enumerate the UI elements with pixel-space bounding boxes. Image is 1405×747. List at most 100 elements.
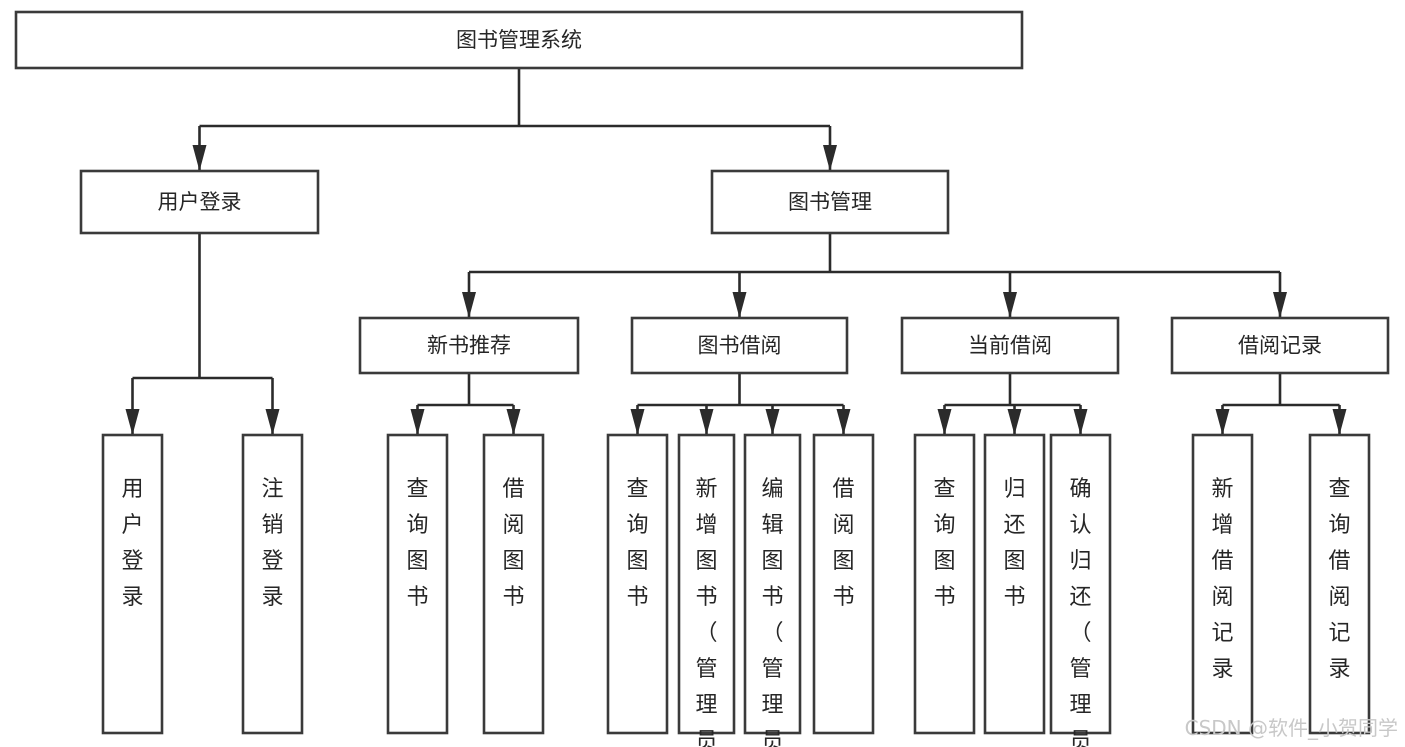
edge-arrowhead — [192, 145, 207, 171]
root-node-label: 图书管理系统 — [456, 28, 582, 52]
leaf-label-char: 查 — [626, 477, 648, 502]
edges-book-borrow-to-leaves — [630, 373, 851, 435]
node-borrow-record[interactable]: 借阅记录 — [1170, 316, 1390, 375]
level2-node-label: 当前借阅 — [968, 334, 1052, 358]
leaf-label-char: （ — [1069, 621, 1091, 646]
edge-arrowhead — [1215, 409, 1230, 435]
level1-node-box[interactable] — [79, 169, 320, 235]
root-node-box[interactable] — [14, 10, 1024, 70]
leaf-label-char: 询 — [933, 513, 955, 538]
edge-arrowhead — [937, 409, 952, 435]
level2-node-box[interactable] — [630, 316, 849, 375]
leaf-label-char: 户 — [121, 513, 143, 538]
level2-node-box[interactable] — [900, 316, 1120, 375]
leaf-label-char: 录 — [1328, 657, 1350, 682]
level1-node-label: 用户登录 — [158, 190, 242, 214]
leaf-label-char: 图 — [502, 549, 524, 574]
leaf-label-char: 图 — [1003, 549, 1025, 574]
leaf-label-char: 图 — [626, 549, 648, 574]
edge-arrowhead — [1273, 292, 1287, 318]
leaf-label-char: （ — [695, 621, 717, 646]
node-leaf-user-login[interactable]: 用户登录 — [101, 433, 164, 735]
leaf-label-char: 编 — [761, 477, 783, 502]
level2-node-label: 图书借阅 — [698, 334, 782, 358]
leaf-label-char: 辑 — [761, 513, 783, 538]
node-book-borrow[interactable]: 图书借阅 — [630, 316, 849, 375]
leaf-label-char: 员 — [761, 729, 783, 747]
leaf-label-char: 员 — [1069, 729, 1091, 747]
leaf-node-box[interactable] — [606, 433, 669, 735]
leaf-label-char: 书 — [406, 585, 428, 610]
leaf-label-char: 图 — [406, 549, 428, 574]
level2-node-box[interactable] — [1170, 316, 1390, 375]
leaf-label-char: 登 — [121, 549, 143, 574]
leaf-node-box[interactable] — [1049, 433, 1112, 735]
leaf-label-char: 借 — [1328, 549, 1350, 574]
edges-root-to-level1 — [192, 68, 837, 171]
node-user-login[interactable]: 用户登录 — [79, 169, 320, 235]
edge-arrowhead — [1073, 409, 1088, 435]
leaf-label-char: 还 — [1003, 513, 1025, 538]
leaf-label-char: 记 — [1211, 621, 1233, 646]
edge-arrowhead — [506, 409, 521, 435]
node-root[interactable]: 图书管理系统 — [14, 10, 1024, 70]
leaf-label-char: 增 — [1211, 513, 1233, 538]
leaf-node-box[interactable] — [1308, 433, 1371, 735]
leaf-node-box[interactable] — [743, 433, 802, 735]
leaf-label-char: 借 — [832, 477, 854, 502]
leaf-label-char: 理 — [761, 693, 783, 718]
level1-node-box[interactable] — [710, 169, 950, 235]
edges-user-login-to-leaves — [125, 233, 280, 435]
leaf-label-char: 录 — [261, 585, 283, 610]
edge-arrowhead — [699, 409, 714, 435]
leaf-node-box[interactable] — [1191, 433, 1254, 735]
leaf-node-box[interactable] — [677, 433, 736, 735]
leaf-label-char: 新 — [695, 477, 717, 502]
leaf-node-box[interactable] — [913, 433, 976, 735]
level2-node-label: 新书推荐 — [427, 334, 511, 358]
leaf-label-char: 图 — [761, 549, 783, 574]
leaf-label-char: 登 — [261, 549, 283, 574]
edge-arrowhead — [1332, 409, 1347, 435]
leaf-label-char: 书 — [695, 585, 717, 610]
leaf-label-char: 注 — [261, 477, 283, 502]
leaf-label-char: 认 — [1069, 513, 1091, 538]
leaf-label-char: 阅 — [1328, 585, 1350, 610]
leaf-label-char: 书 — [761, 585, 783, 610]
leaf-node-box[interactable] — [983, 433, 1046, 735]
leaf-node-box[interactable] — [482, 433, 545, 735]
leaf-label-char: 理 — [1069, 693, 1091, 718]
leaf-label-char: 员 — [695, 729, 717, 747]
level1-node-label: 图书管理 — [788, 190, 872, 214]
leaf-label-char: 询 — [1328, 513, 1350, 538]
node-book-manage[interactable]: 图书管理 — [710, 169, 950, 235]
leaf-label-char: 阅 — [832, 513, 854, 538]
edges-book-manage-to-level2 — [462, 233, 1287, 318]
leaf-label-char: 管 — [1069, 657, 1091, 682]
leaf-node-box[interactable] — [101, 433, 164, 735]
node-current-borrow[interactable]: 当前借阅 — [900, 316, 1120, 375]
leaf-node-box[interactable] — [386, 433, 449, 735]
edge-arrowhead — [1007, 409, 1022, 435]
node-new-book-rec[interactable]: 新书推荐 — [358, 316, 580, 375]
edge-arrowhead — [462, 292, 476, 318]
leaf-label-char: 书 — [1003, 585, 1025, 610]
level2-node-box[interactable] — [358, 316, 580, 375]
leaf-node-box[interactable] — [241, 433, 304, 735]
leaf-label-char: 阅 — [1211, 585, 1233, 610]
leaf-node-box[interactable] — [812, 433, 875, 735]
